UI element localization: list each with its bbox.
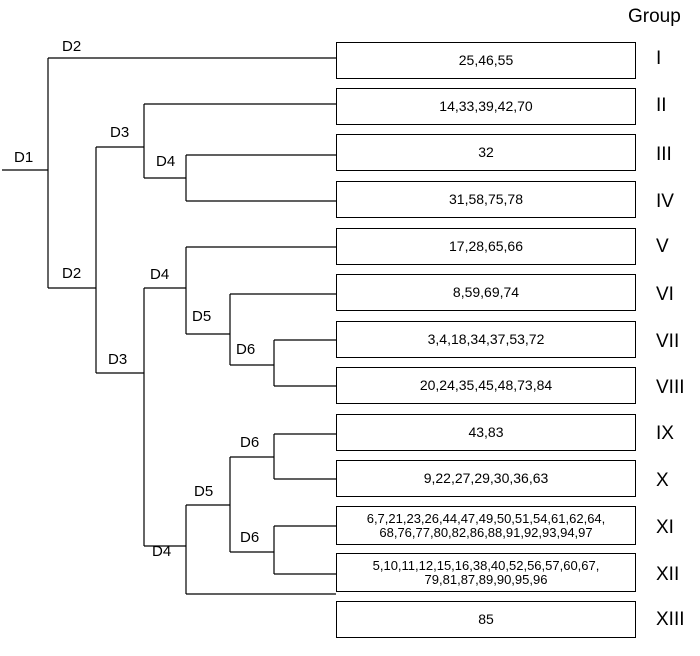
node-label-d4-low: D4 <box>152 543 171 560</box>
group-label-v: V <box>656 236 669 257</box>
node-label-d3-top: D3 <box>110 124 129 141</box>
group-members: 14,33,39,42,70 <box>439 98 533 114</box>
group-box-vii: 3,4,18,34,37,53,72 <box>336 321 636 358</box>
group-label-xi: XI <box>656 517 674 538</box>
group-box-x: 9,22,27,29,30,36,63 <box>336 460 636 497</box>
group-members: 20,24,35,45,48,73,84 <box>419 377 553 393</box>
group-box-xi: 6,7,21,23,26,44,47,49,50,51,54,61,62,64,… <box>336 506 636 545</box>
group-box-viii: 20,24,35,45,48,73,84 <box>336 367 636 404</box>
group-label-vii: VII <box>656 331 680 352</box>
group-label-i: I <box>656 48 662 69</box>
group-column-header: Group <box>628 6 681 27</box>
node-label-d4-mid: D4 <box>150 266 169 283</box>
group-label-viii: VIII <box>656 377 685 398</box>
group-members: 8,59,69,74 <box>452 284 520 300</box>
group-members: 32 <box>478 144 494 160</box>
group-members: 85 <box>478 611 494 627</box>
group-members: 17,28,65,66 <box>449 238 523 254</box>
group-label-ix: IX <box>656 423 674 444</box>
group-box-i: 25,46,55 <box>336 42 636 79</box>
group-members: 31,58,75,78 <box>449 191 523 207</box>
group-box-v: 17,28,65,66 <box>336 228 636 265</box>
node-label-d1: D1 <box>14 149 33 166</box>
node-label-d2-bottom: D2 <box>62 265 81 282</box>
group-box-iv: 31,58,75,78 <box>336 181 636 218</box>
group-box-ii: 14,33,39,42,70 <box>336 88 636 125</box>
group-label-iii: III <box>656 144 672 165</box>
group-box-iii: 32 <box>336 134 636 171</box>
node-label-d3-bottom: D3 <box>108 351 127 368</box>
group-members: 3,4,18,34,37,53,72 <box>427 331 545 347</box>
group-members: 25,46,55 <box>458 52 514 68</box>
group-box-xii: 5,10,11,12,15,16,38,40,52,56,57,60,67, 7… <box>336 553 636 592</box>
group-members: 6,7,21,23,26,44,47,49,50,51,54,61,62,64,… <box>366 510 606 540</box>
node-label-d6-low-a: D6 <box>240 434 259 451</box>
group-label-xiii: XIII <box>656 609 685 630</box>
group-box-vi: 8,59,69,74 <box>336 274 636 311</box>
group-members: 5,10,11,12,15,16,38,40,52,56,57,60,67, 7… <box>372 557 600 587</box>
node-label-d4-top: D4 <box>156 153 175 170</box>
node-label-d5-mid: D5 <box>192 308 211 325</box>
group-label-x: X <box>656 470 669 491</box>
group-label-iv: IV <box>656 191 674 212</box>
group-label-xii: XII <box>656 564 680 585</box>
node-label-d6-mid: D6 <box>236 341 255 358</box>
group-members: 9,22,27,29,30,36,63 <box>423 470 549 486</box>
group-label-vi: VI <box>656 284 674 305</box>
group-members: 43,83 <box>468 424 504 440</box>
group-label-ii: II <box>656 95 667 116</box>
node-label-d5-low: D5 <box>194 483 213 500</box>
node-label-d2-top: D2 <box>62 38 81 55</box>
group-box-xiii: 85 <box>336 601 636 638</box>
group-box-ix: 43,83 <box>336 414 636 451</box>
node-label-d6-low-b: D6 <box>240 529 259 546</box>
